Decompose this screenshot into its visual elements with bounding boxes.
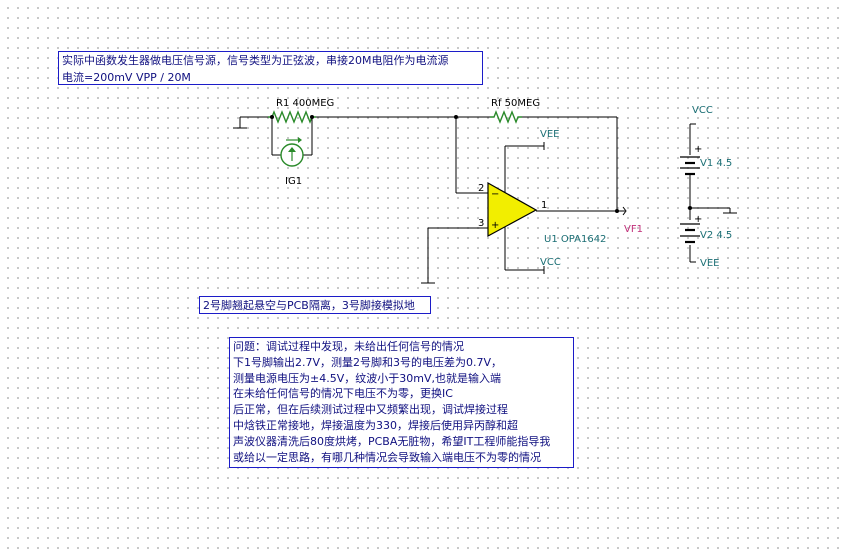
current-source-ig1[interactable] [280, 137, 304, 167]
battery-v2[interactable] [680, 223, 700, 244]
note-line: 中焓铁正常接地，焊接温度为330，焊接后使用异丙醇和超 [233, 418, 518, 432]
note-line: 后正常，但在后续测试过程中又频繁出现，调试焊接过程 [233, 403, 508, 417]
note-line: 或给以一定思路，有哪几种情况会导致输入端电压不为零的情况 [233, 450, 541, 464]
battery-v1[interactable] [680, 156, 700, 176]
note-line: 2号脚翘起悬空与PCB隔离，3号脚接模拟地 [203, 299, 415, 312]
note-line: 问题：调试过程中发现，未给出任何信号的情况 [233, 340, 464, 353]
note-line: 电流=200mV VPP / 20M [62, 70, 191, 84]
r1-label: R1 400MEG [276, 98, 334, 109]
vcc-label-supply: VCC [692, 105, 713, 116]
vf1-label: VF1 [624, 224, 643, 235]
note-problem: 问题：调试过程中发现，未给出任何信号的情况 下1号脚输出2.7V，测量2号脚和3… [229, 337, 574, 468]
opamp-label: U1 OPA1642 [544, 234, 606, 245]
opamp-u1[interactable] [487, 181, 538, 238]
opamp-minus-sign: − [491, 189, 499, 200]
battery-plus-sign: + [694, 144, 702, 155]
vee-label-supply: VEE [700, 258, 719, 269]
output-wiring [536, 206, 627, 216]
note-line: 声波仪器清洗后80度烘烤，PCBA无脏物，希望IT工程师能指导我 [233, 434, 551, 448]
note-pin-config: 2号脚翘起悬空与PCB隔离，3号脚接模拟地 [199, 296, 431, 314]
ground-symbol-input [233, 116, 268, 129]
note-line: 实际中函数发生器做电压信号源，信号类型为正弦波，串接20M电阻作为电流源 [62, 54, 449, 67]
v1-label: V1 4.5 [700, 158, 732, 169]
opamp-plus-sign: + [491, 220, 499, 231]
vee-label-opamp: VEE [540, 129, 559, 140]
ig1-label: IG1 [285, 176, 302, 187]
noninverting-ground-wiring [421, 227, 488, 284]
pin-2-label: 2 [478, 183, 484, 194]
current-source-wiring [270, 115, 314, 156]
vcc-label-opamp: VCC [540, 257, 561, 268]
note-line: 在未给任何信号的情况下电压不为零，更换IC [233, 387, 453, 401]
v2-label: V2 4.5 [700, 230, 732, 241]
opamp-supply-wiring [504, 142, 545, 274]
resistor-rf[interactable] [490, 110, 522, 124]
note-line: 下1号脚输出2.7V，测量2号脚和3号的电压差为0.7V， [233, 355, 503, 369]
note-signal-source: 实际中函数发生器做电压信号源，信号类型为正弦波，串接20M电阻作为电流源 电流=… [58, 51, 483, 85]
note-line: 测量电源电压为±4.5V，纹波小于30mV,也就是输入端 [233, 371, 501, 385]
battery-wiring [688, 123, 737, 263]
resistor-r1[interactable] [268, 110, 316, 124]
pin-1-label: 1 [541, 200, 547, 211]
pin-3-label: 3 [478, 218, 484, 229]
feedback-wiring [316, 115, 618, 211]
rf-label: Rf 50MEG [491, 98, 540, 109]
battery-plus-sign-2: + [694, 214, 702, 225]
